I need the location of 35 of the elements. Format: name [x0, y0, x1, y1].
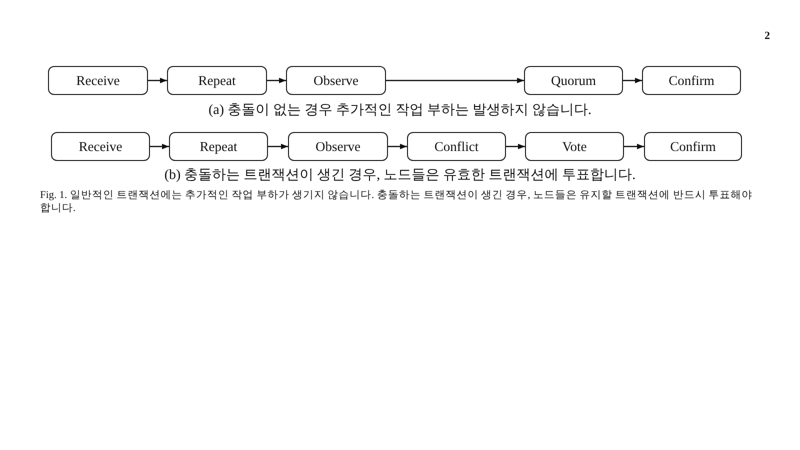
arrow: [267, 78, 286, 84]
arrow: [623, 78, 642, 84]
box-label: Confirm: [670, 140, 716, 154]
arrow: [506, 144, 525, 150]
box-label: Receive: [76, 74, 120, 88]
box-label: Quorum: [551, 74, 596, 88]
figure-caption: Fig. 1. 일반적인 트랜잭션에는 추가적인 작업 부하가 생기지 않습니다. 충돌하는 트랜잭션이 생긴 경우, 노드들은 유지할 트랜잭션에 반드시 투표해야 합니다.: [40, 189, 754, 215]
arrow: [386, 78, 524, 84]
process-box: [51, 132, 150, 161]
box-label: Repeat: [198, 74, 236, 88]
box-label: Confirm: [668, 74, 714, 88]
arrow: [624, 144, 644, 150]
process-box: [48, 66, 148, 95]
arrow: [150, 144, 169, 150]
box-label: Conflict: [434, 140, 479, 154]
process-box: [288, 132, 388, 161]
box-label: Observe: [314, 74, 358, 88]
subfigure-caption: (b) 충돌하는 트랜잭션이 생긴 경우, 노드들은 유효한 트랜잭션에 투표합니다.: [164, 168, 636, 183]
arrow: [148, 78, 167, 84]
process-box: [644, 132, 742, 161]
subfigure-caption: (a) 충돌이 없는 경우 추가적인 작업 부하는 발생하지 않습니다.: [208, 103, 592, 118]
process-box: [286, 66, 386, 95]
process-box: [407, 132, 506, 161]
process-box: [525, 132, 624, 161]
box-label: Vote: [562, 140, 587, 154]
arrow: [268, 144, 288, 150]
process-box: [167, 66, 267, 95]
process-box: [169, 132, 268, 161]
process-box: [642, 66, 741, 95]
page-number: 2: [764, 30, 770, 42]
arrow: [388, 144, 407, 150]
process-box: [524, 66, 623, 95]
box-label: Repeat: [200, 140, 238, 154]
box-label: Observe: [316, 140, 360, 154]
box-label: Receive: [78, 140, 122, 154]
